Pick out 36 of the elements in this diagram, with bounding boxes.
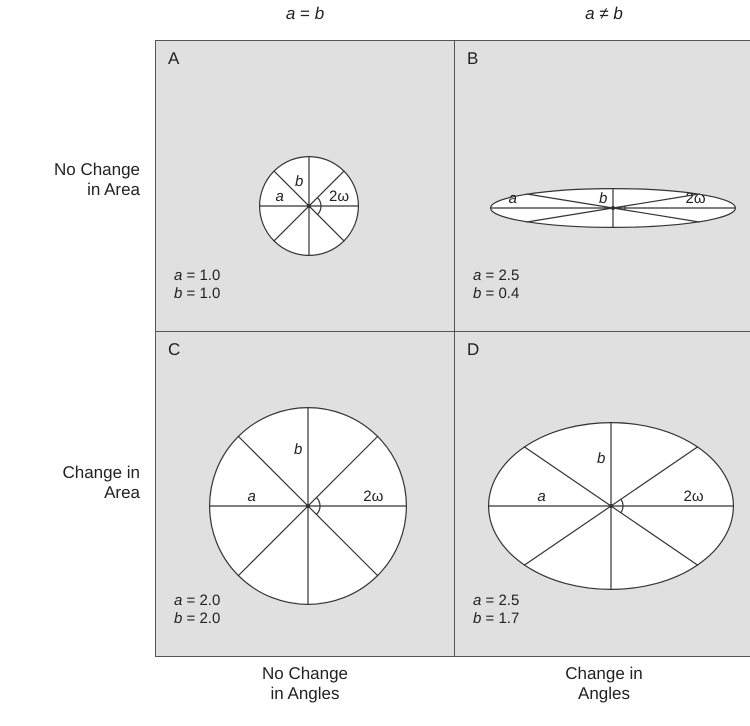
indicatrix-ellipse (490, 188, 736, 228)
row-heading: No Change in Area (52, 160, 140, 200)
grid-panel (155, 331, 455, 657)
parameter-value: b = 2.0 (174, 610, 220, 628)
semi-axis-label: b (597, 451, 606, 468)
indicatrix-ellipse (259, 156, 359, 256)
indicatrix-ellipse (488, 422, 734, 590)
column-heading: a ≠ b (584, 4, 624, 24)
row-heading: Change in Area (61, 463, 140, 503)
semi-axis-label: a (276, 189, 284, 205)
parameter-value: a = 2.5 (473, 592, 520, 610)
parameter-value: a = 2.0 (174, 592, 220, 610)
parameter-value: b = 1.7 (473, 610, 520, 628)
semi-axis-label: a (537, 489, 546, 505)
parameter-value: b = 0.4 (473, 285, 520, 303)
semi-axis-label: b (295, 174, 304, 190)
angle-label: 2ω (684, 489, 704, 505)
semi-axis-label: b (599, 191, 608, 207)
column-heading: No Change in Angles (260, 664, 349, 704)
angle-label: 2ω (329, 189, 350, 205)
semi-axis-label: a (248, 489, 256, 505)
panel-letter: D (467, 340, 480, 360)
semi-axis-label: b (294, 442, 302, 458)
parameter-value: b = 1.0 (174, 285, 220, 303)
grid-panel (155, 40, 455, 332)
angle-label: 2ω (363, 489, 384, 505)
panel-letter: C (168, 340, 180, 360)
panel-letter: A (168, 49, 180, 69)
panel-letter: B (467, 49, 478, 69)
column-heading: a = b (284, 4, 326, 24)
parameter-value: a = 2.5 (473, 267, 520, 285)
grid-panel (454, 40, 750, 332)
column-heading: Change in Angles (564, 664, 644, 704)
angle-label: 2ω (686, 191, 706, 207)
parameter-value: a = 1.0 (174, 267, 220, 285)
grid-panel (454, 331, 750, 657)
